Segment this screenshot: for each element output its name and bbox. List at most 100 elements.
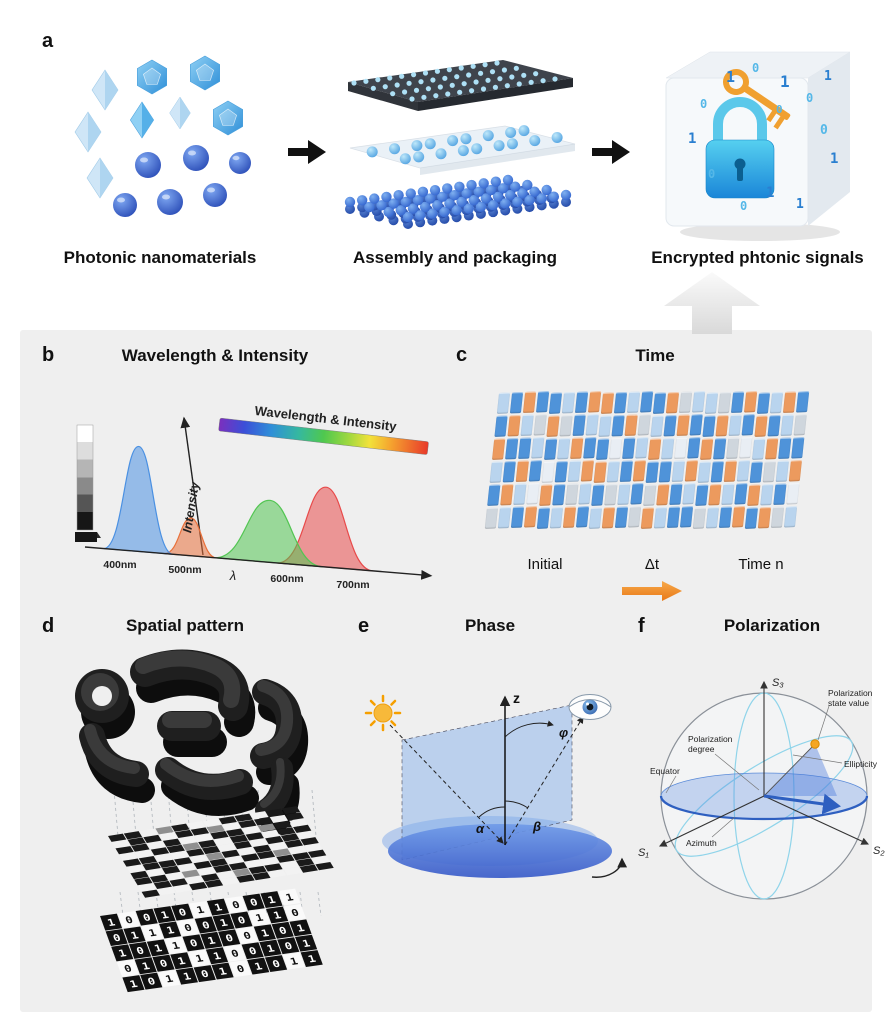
- tile: [494, 415, 508, 437]
- psv-label-line1: Polarization: [828, 688, 873, 698]
- s2-axis: [763, 795, 869, 845]
- tile: [606, 461, 620, 483]
- alpha-label: α: [476, 821, 485, 836]
- tile: [632, 460, 646, 482]
- rainbow-bar: Wavelength & Intensity: [218, 403, 429, 455]
- tile: [484, 507, 499, 529]
- tile: [734, 483, 748, 505]
- tile: [513, 483, 527, 505]
- phi-label: φ: [559, 725, 568, 740]
- tile: [723, 460, 737, 482]
- tile: [626, 391, 641, 413]
- tile: [619, 460, 633, 482]
- horizontal-plane: [388, 824, 612, 878]
- caption-nanomaterials: Photonic nanomaterials: [63, 248, 257, 267]
- tile: [778, 437, 792, 459]
- s1-label: S₁: [638, 847, 649, 859]
- vertical-plane: [401, 704, 573, 861]
- panel-title-polarization: Polarization: [723, 616, 821, 635]
- tile: [578, 483, 592, 505]
- pointer-azimuth: [711, 816, 736, 838]
- s1-axis: [659, 795, 765, 847]
- tile: [684, 460, 698, 482]
- tile: [652, 392, 667, 414]
- panel-letter-b: b: [42, 344, 55, 366]
- tile: [715, 415, 729, 437]
- tile: [658, 461, 672, 483]
- tile: [552, 484, 566, 506]
- tile: [520, 414, 534, 436]
- binary-digit: 1: [830, 151, 839, 167]
- tile: [788, 460, 802, 482]
- tile: [782, 391, 797, 413]
- tile: [502, 461, 516, 483]
- viewing-ray: [504, 716, 584, 846]
- tile: [587, 391, 602, 413]
- tile: [549, 507, 564, 529]
- tile: [643, 484, 657, 506]
- tile: [676, 414, 690, 436]
- tile: [756, 392, 771, 414]
- tile: [570, 437, 584, 459]
- tile: [609, 438, 623, 460]
- octahedron-light: [74, 111, 102, 153]
- tile: [661, 438, 675, 460]
- ellipticity-label: Ellipticity: [844, 759, 878, 769]
- tile: [786, 483, 800, 505]
- tile: [744, 507, 759, 529]
- arrow-right-icon: [288, 140, 326, 164]
- tile: [561, 392, 576, 414]
- tile: [653, 507, 668, 529]
- nanosphere-cluster: [113, 145, 251, 217]
- tile: [593, 461, 607, 483]
- cube-right-face: [808, 52, 850, 226]
- panel-letter-c: c: [456, 344, 468, 366]
- tile: [528, 460, 542, 482]
- tile: [773, 483, 787, 505]
- tile: [596, 438, 610, 460]
- x-axis-label-lambda: λ: [229, 568, 236, 583]
- tile: [557, 438, 571, 460]
- tile: [523, 506, 538, 528]
- binary-digit: 1: [824, 69, 832, 84]
- emission-peaks: [103, 445, 374, 572]
- s2-label: S₂: [873, 845, 885, 857]
- assembly-illustration: [344, 60, 576, 229]
- caption-assembly: Assembly and packaging: [352, 248, 558, 267]
- dodecahedron: [213, 100, 243, 136]
- tile: [708, 484, 722, 506]
- alpha-arc: [478, 806, 506, 818]
- tile: [692, 507, 707, 529]
- beta-arc: [504, 800, 529, 809]
- tick-600nm: 600nm: [270, 573, 303, 585]
- spectrum-chart: Wavelength & Intensity Intensity 400nm 5…: [75, 403, 433, 591]
- tile: [775, 460, 789, 482]
- tile: [765, 438, 779, 460]
- tile: [713, 438, 727, 460]
- tile: [614, 506, 629, 528]
- panel-letter-e: e: [358, 615, 370, 637]
- tile: [598, 415, 612, 437]
- tile: [697, 461, 711, 483]
- lock-shackle: [713, 97, 767, 147]
- tile: [640, 507, 655, 529]
- tile: [705, 507, 720, 529]
- tile: [769, 392, 784, 414]
- tile: [492, 438, 506, 460]
- equator-front-arc: [659, 795, 869, 821]
- grayscale-bar: [75, 424, 101, 542]
- tile: [739, 437, 753, 459]
- binary-digit: 0: [752, 61, 760, 75]
- tile: [691, 391, 706, 413]
- tick-700nm: 700nm: [336, 579, 369, 591]
- tile: [497, 507, 512, 529]
- tile: [645, 461, 659, 483]
- tile: [783, 506, 798, 528]
- tile: [767, 415, 781, 437]
- binary-digit: 1: [688, 131, 697, 147]
- octahedron-blue: [129, 101, 155, 139]
- tile: [622, 437, 636, 459]
